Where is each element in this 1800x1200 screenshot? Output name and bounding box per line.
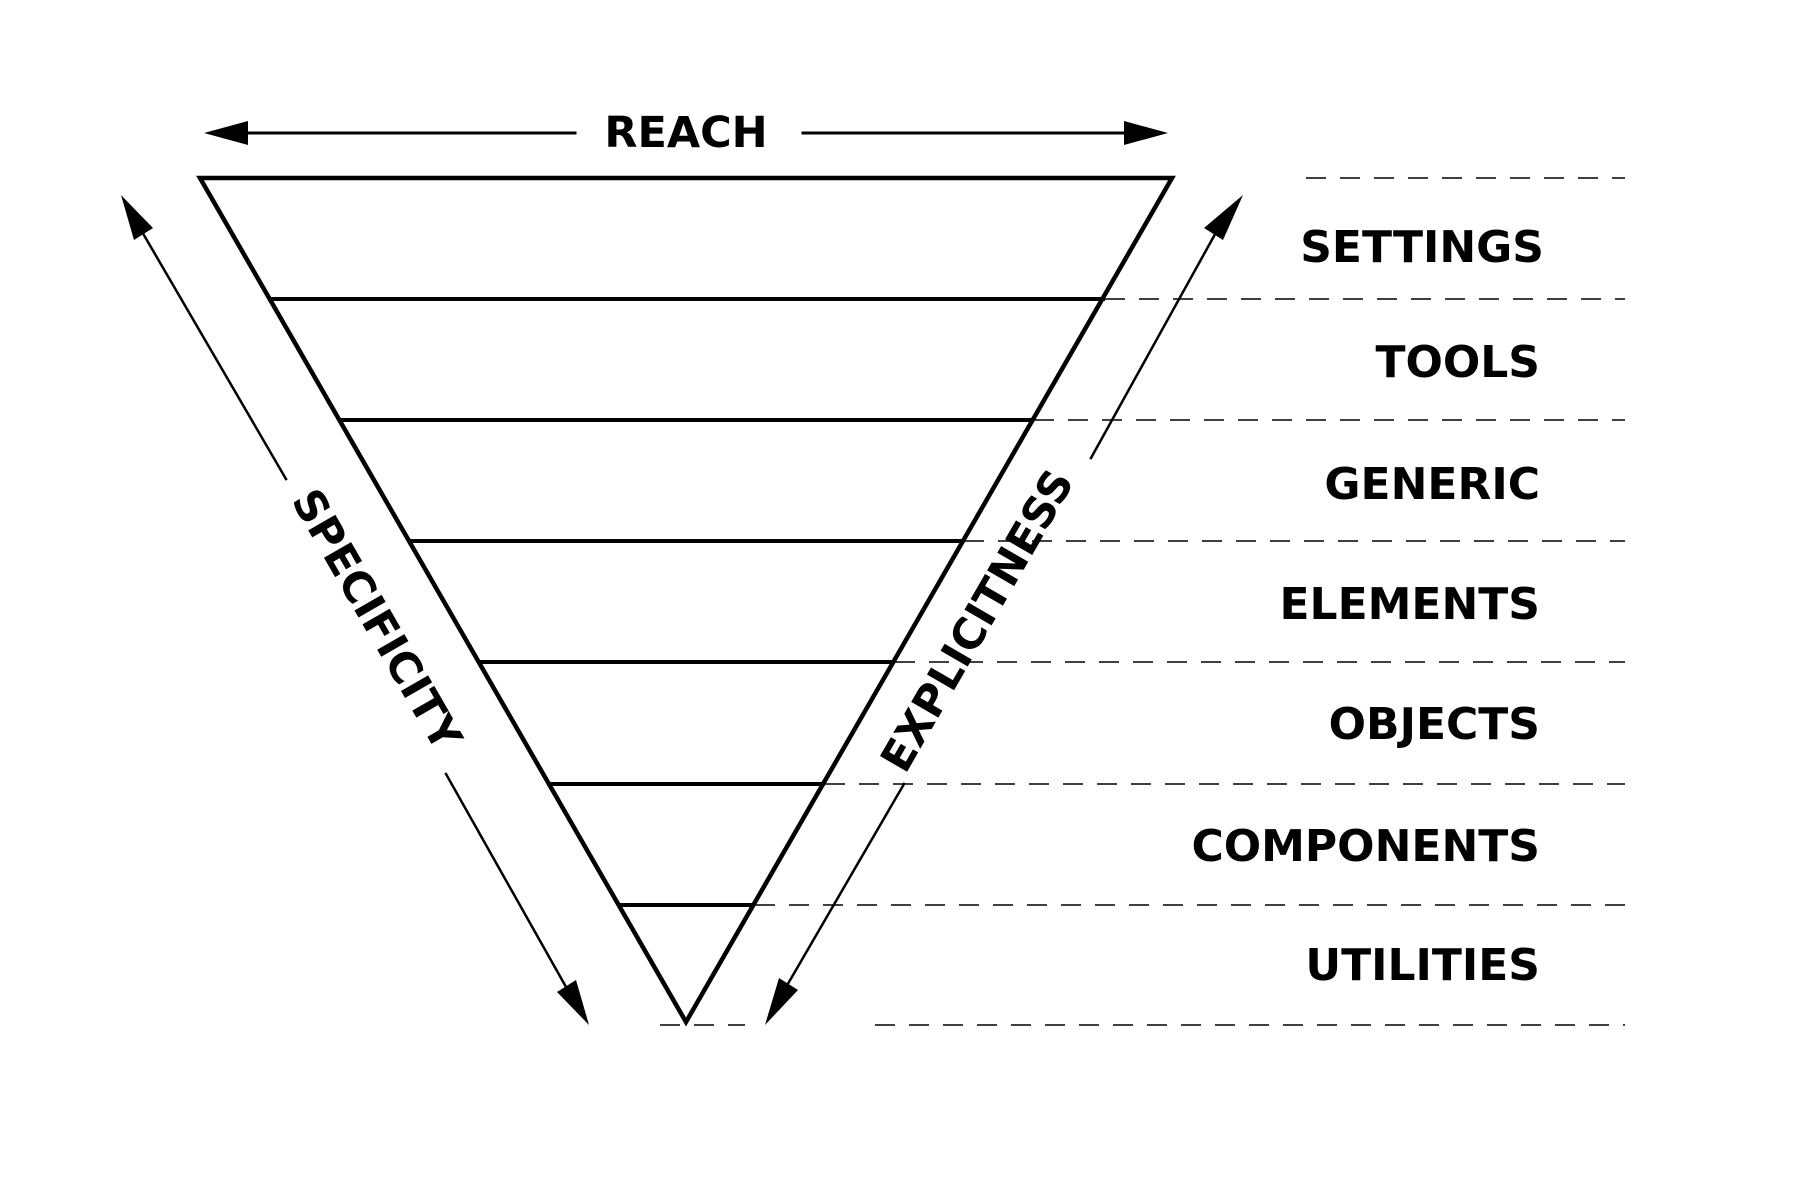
layer-label-utilities: UTILITIES	[1305, 940, 1540, 991]
reach-arrowhead-left	[204, 121, 248, 145]
specificity-arrow	[121, 195, 589, 1025]
reach-arrow	[204, 121, 1168, 145]
dashed-guides	[660, 177, 1625, 1026]
specificity-arrowhead-down	[557, 980, 589, 1025]
reach-arrowhead-right	[1124, 121, 1168, 145]
explicitness-arrow	[765, 195, 1243, 1025]
specificity-label: SPECIFICITY	[281, 481, 471, 760]
layer-label-tools: TOOLS	[1375, 337, 1540, 388]
layer-label-elements: ELEMENTS	[1279, 579, 1540, 630]
inverted-triangle	[196, 175, 1176, 1027]
specificity-arrowhead-up	[121, 195, 153, 240]
layer-labels: SETTINGS TOOLS GENERIC ELEMENTS OBJECTS …	[1191, 222, 1544, 991]
explicitness-label: EXPLICITNESS	[871, 461, 1084, 780]
layer-label-settings: SETTINGS	[1300, 222, 1544, 273]
layer-label-components: COMPONENTS	[1191, 821, 1540, 872]
layer-dividers	[268, 297, 1105, 907]
reach-label: REACH	[604, 108, 767, 158]
explicitness-arrowhead-up	[1204, 195, 1243, 240]
layer-label-generic: GENERIC	[1324, 459, 1540, 510]
layer-label-objects: OBJECTS	[1329, 699, 1540, 750]
explicitness-arrowhead-down	[765, 978, 798, 1025]
